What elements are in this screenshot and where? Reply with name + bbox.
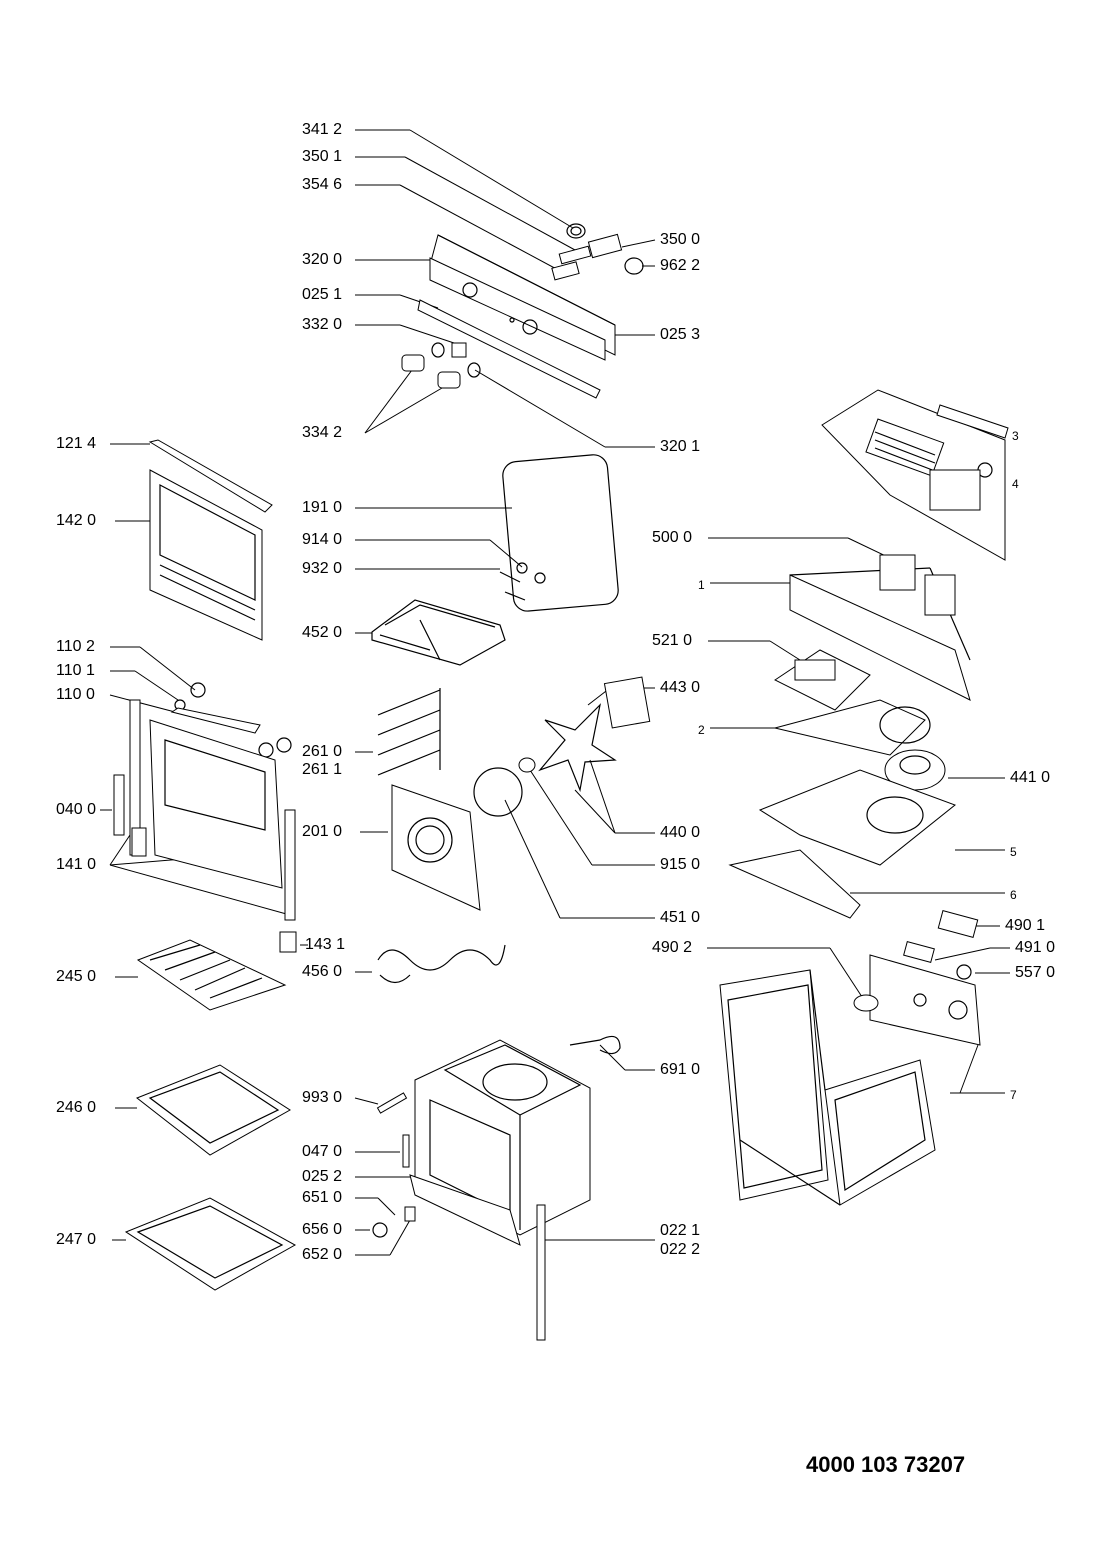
part-label: 652 0 xyxy=(302,1246,343,1263)
part-label: 915 0 xyxy=(660,856,701,873)
part-label: 3 xyxy=(1012,429,1019,443)
part-label: 2 xyxy=(698,723,705,737)
part-label: 332 0 xyxy=(302,316,343,333)
part-label: 914 0 xyxy=(302,531,343,548)
part-label: 440 0 xyxy=(660,824,701,841)
part-label: 521 0 xyxy=(652,632,693,649)
part-label: 110 1 xyxy=(56,662,95,679)
part-label: 261 0 xyxy=(302,743,343,760)
control-panel-parts xyxy=(401,223,644,399)
part-label: 040 0 xyxy=(56,801,97,818)
part-label: 110 2 xyxy=(56,638,95,655)
part-label: 261 1 xyxy=(302,761,343,778)
part-label: 025 1 xyxy=(302,286,343,303)
shelves-and-trays xyxy=(124,939,297,1291)
part-label: 334 2 xyxy=(302,424,343,441)
part-label: 191 0 xyxy=(302,499,343,516)
part-label: 451 0 xyxy=(660,909,701,926)
part-label: 022 2 xyxy=(660,1241,701,1258)
part-label: 491 0 xyxy=(1015,939,1056,956)
part-label: 500 0 xyxy=(652,529,693,546)
part-label: 350 0 xyxy=(660,231,701,248)
part-label: 354 6 xyxy=(302,176,343,193)
oven-cavity xyxy=(372,1035,621,1341)
part-label: 6 xyxy=(1010,888,1017,902)
part-label: 691 0 xyxy=(660,1061,701,1078)
part-label: 047 0 xyxy=(302,1143,343,1160)
oven-shelf-runners xyxy=(377,688,441,776)
part-label: 247 0 xyxy=(56,1231,97,1248)
part-label: 025 3 xyxy=(660,326,701,343)
part-label: 201 0 xyxy=(302,823,343,840)
door-parts xyxy=(113,439,297,953)
part-label: 4 xyxy=(1012,477,1019,491)
part-label: 142 0 xyxy=(56,512,97,529)
part-label: 121 4 xyxy=(56,435,97,452)
part-label: 456 0 xyxy=(302,963,343,980)
cavity-parts xyxy=(371,454,651,984)
part-label: 452 0 xyxy=(302,624,343,641)
part-label: 656 0 xyxy=(302,1221,343,1238)
part-label: 490 2 xyxy=(652,939,693,956)
part-label: 490 1 xyxy=(1005,917,1046,934)
part-label: 7 xyxy=(1010,1088,1017,1102)
part-label: 025 2 xyxy=(302,1168,343,1185)
part-label: 245 0 xyxy=(56,968,97,985)
part-label: 441 0 xyxy=(1010,769,1051,786)
top-cover-parts xyxy=(728,389,1009,919)
part-label: 962 2 xyxy=(660,257,701,274)
part-label: 443 0 xyxy=(660,679,701,696)
part-label: 143 1 xyxy=(305,936,346,953)
part-label: 5 xyxy=(1010,845,1017,859)
document-number: 4000 103 73207 xyxy=(806,1452,966,1477)
part-label: 993 0 xyxy=(302,1089,343,1106)
part-label: 1 xyxy=(698,578,705,592)
outer-housing xyxy=(719,910,981,1206)
part-label: 341 2 xyxy=(302,121,343,138)
part-label: 350 1 xyxy=(302,148,343,165)
part-label: 932 0 xyxy=(302,560,343,577)
part-label: 320 1 xyxy=(660,438,701,455)
leader-lines xyxy=(100,129,1010,1256)
part-label: 246 0 xyxy=(56,1099,97,1116)
part-label: 022 1 xyxy=(660,1222,701,1239)
part-label: 141 0 xyxy=(56,856,97,873)
part-label: 651 0 xyxy=(302,1189,343,1206)
part-label: 110 0 xyxy=(56,686,95,703)
part-label: 320 0 xyxy=(302,251,343,268)
part-label: 557 0 xyxy=(1015,964,1056,981)
